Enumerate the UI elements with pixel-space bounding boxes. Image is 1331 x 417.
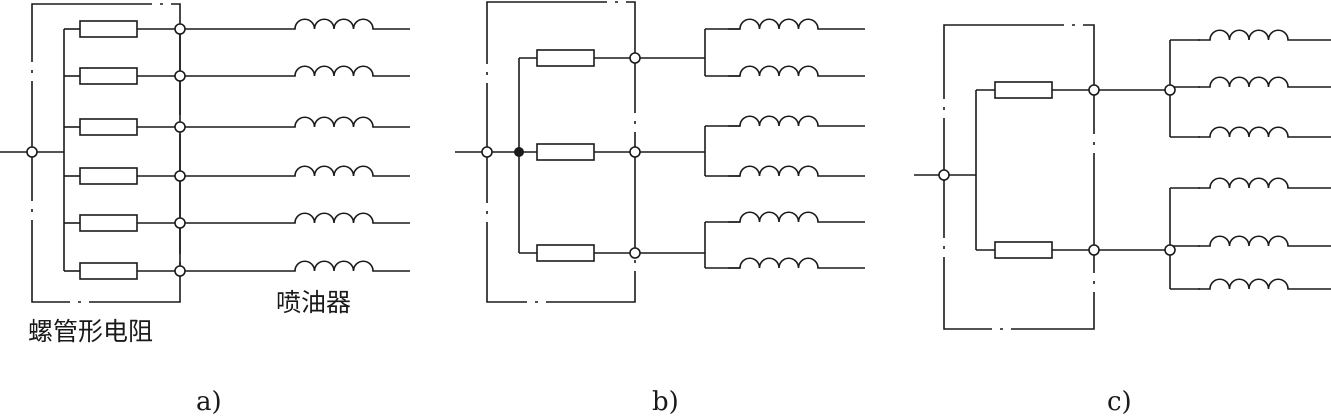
panel-a-output-node [174,70,186,82]
injector-label: 喷油器 [276,288,351,317]
panel-c-injector-coil [1198,278,1331,290]
panel-c [914,24,1331,330]
panel-a-injector-coil [283,65,410,77]
panel-b-injector-coil [728,165,865,177]
panel-c-injector-coil [1198,76,1331,88]
panel-c-input-node [938,169,950,181]
panel-c-resistor [994,81,1053,99]
panel-b-injector-coil [728,257,865,269]
panel-b-injector-coil [728,18,865,30]
panel-b-resistor [536,143,595,161]
panel-a-output-node [174,170,186,182]
panel-c-output-node [1088,244,1100,256]
panel-c-split-node [1164,84,1176,96]
panel-b-resistor [536,244,595,262]
panel-a-injector-coil [283,116,410,128]
panel-c-output-node [1088,84,1100,96]
panel-b-injector-coil [728,65,865,77]
panel-c-injector-coil [1198,126,1331,138]
panel-a-resistor [79,214,138,232]
panel-a [0,3,410,303]
panel-c-injector-coil [1198,235,1331,247]
panel-c-split-node [1164,244,1176,256]
panel-a-output-node [174,217,186,229]
panel-b-resistor [536,49,595,67]
panel-a-output-node [174,121,186,133]
panel-c-injector-coil [1198,29,1331,41]
panel-a-resistor [79,262,138,280]
panel-a-resistor [79,118,138,136]
panel-a-resistor [79,167,138,185]
panel-b-output-node [629,247,641,259]
panel-a-input-node [26,146,38,158]
panel-a-output-node [174,23,186,35]
panel-b-injector-coil [728,211,865,223]
panel-b-input-node [481,146,493,158]
resistor-label: 螺管形电阻 [28,317,153,346]
panel-a-injector-coil [283,260,410,272]
panel-b [455,1,865,303]
panel-c-injector-coil [1198,177,1331,189]
panel-a-injector-coil [283,212,410,224]
panel-a-injector-coil [283,165,410,177]
caption-b: b) [652,387,679,417]
panel-a-resistor-enclosure [31,3,181,303]
panel-c-resistor [994,241,1053,259]
panel-c-resistor-enclosure [943,24,1095,330]
panel-b-output-node [629,52,641,64]
panel-a-resistor [79,20,138,38]
panel-b-output-node [629,146,641,158]
panel-a-resistor [79,67,138,85]
panel-a-output-node [174,265,186,277]
panel-b-injector-coil [728,115,865,127]
panel-a-injector-coil [283,18,410,30]
caption-a: a) [196,387,222,417]
caption-c: c) [1107,387,1132,417]
